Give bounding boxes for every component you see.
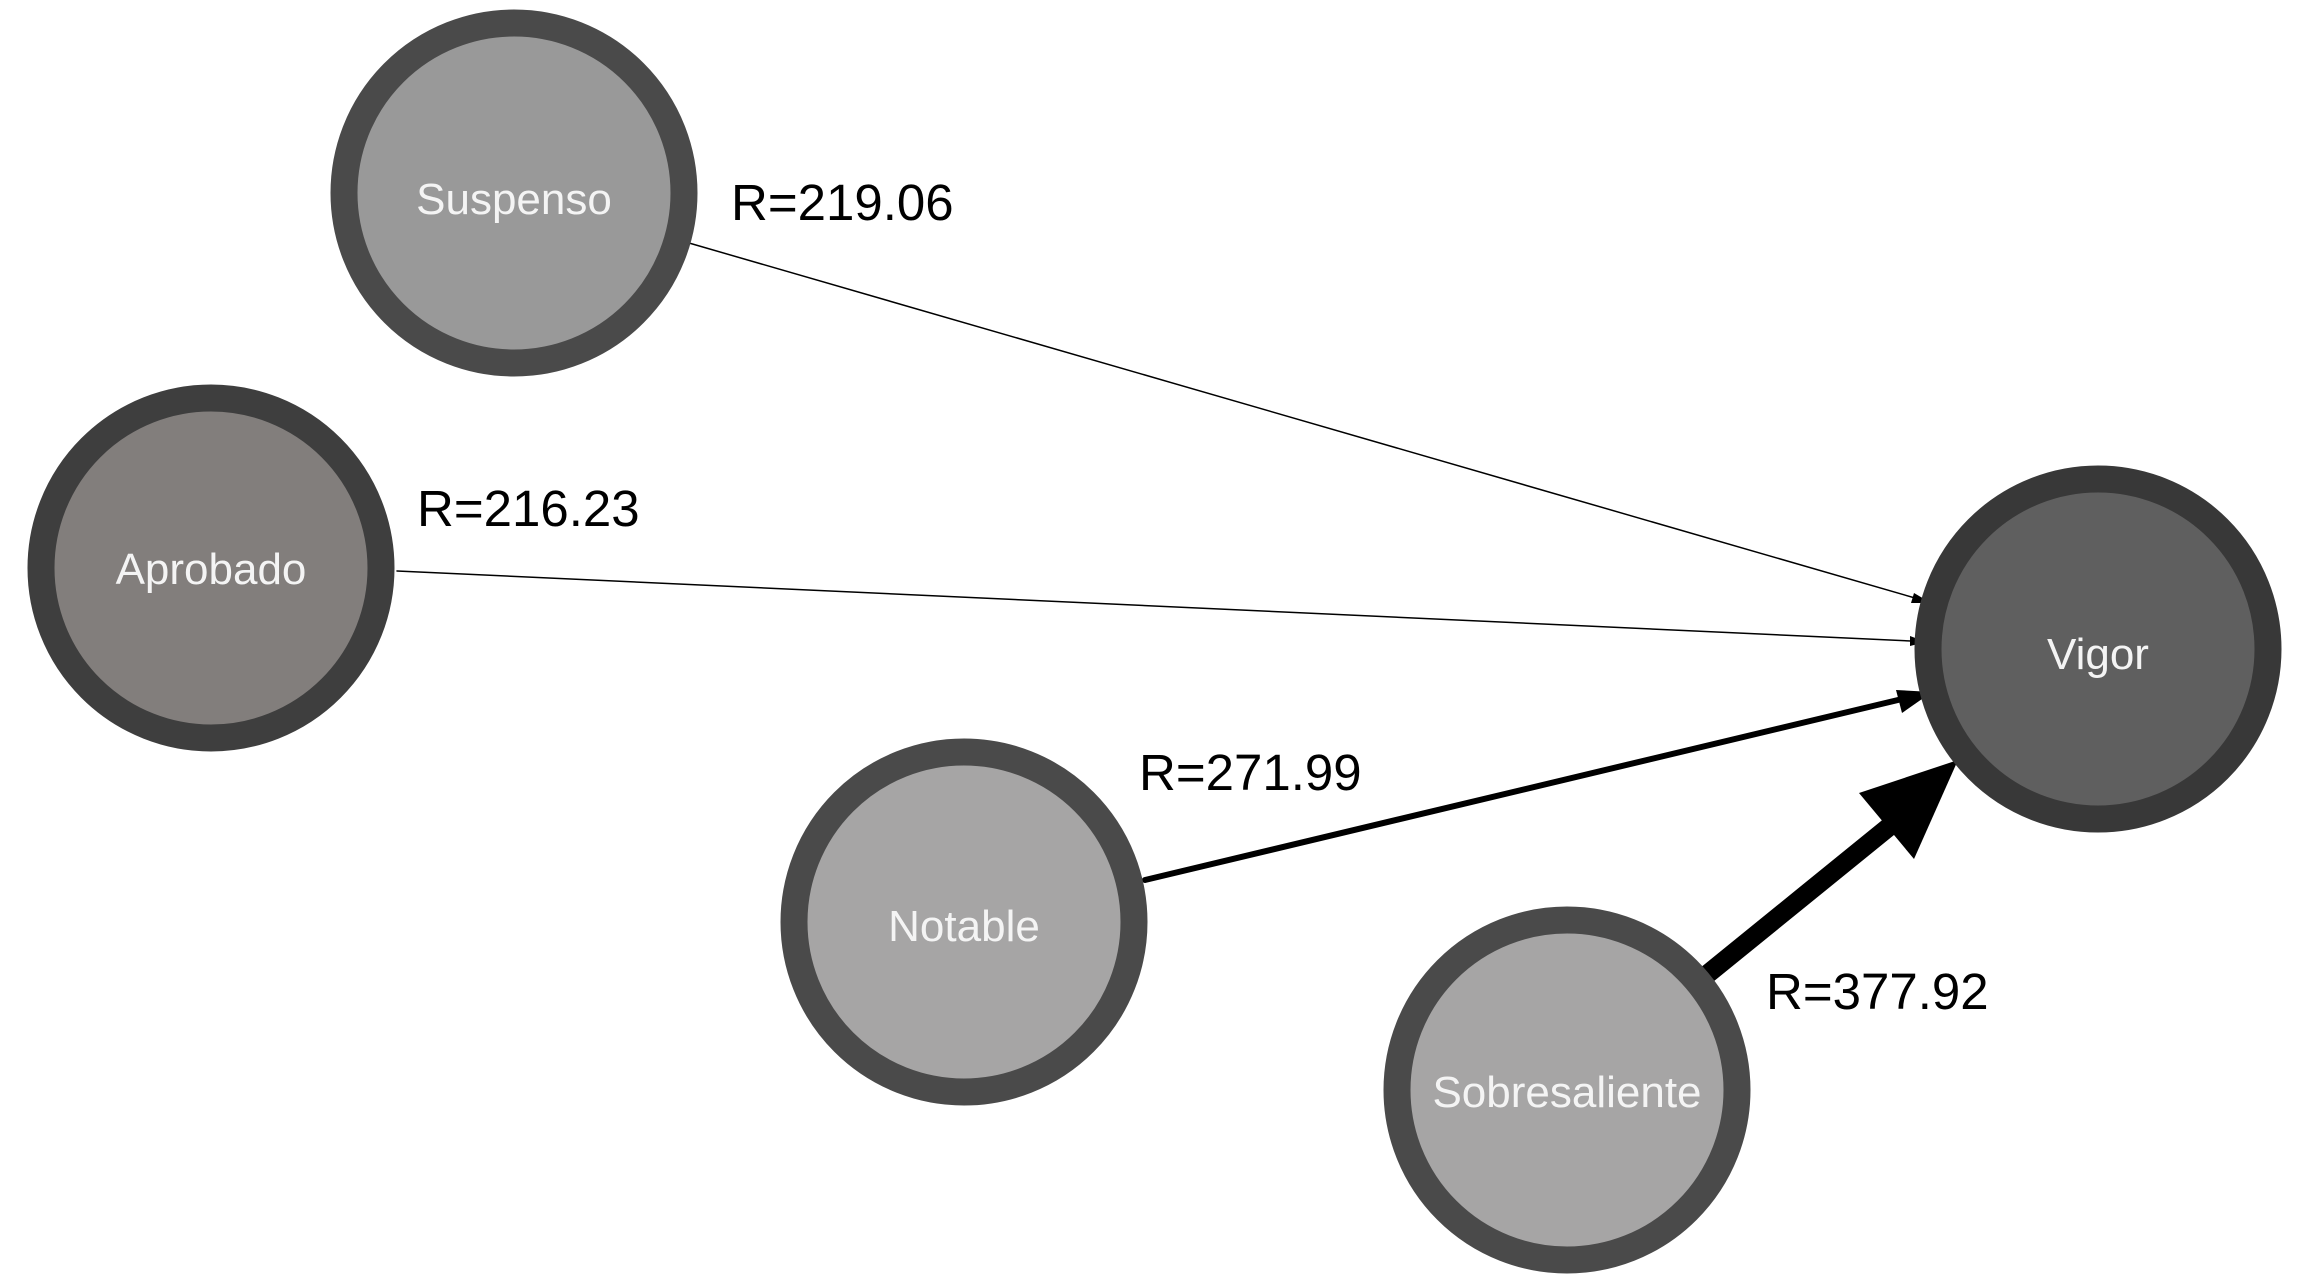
arrowhead-sobresaliente-vigor [1859,760,1958,859]
edge-sobresaliente-vigor [1694,816,1900,987]
node-sobresaliente: Sobresaliente [1383,906,1751,1274]
edge-notable-vigor [1142,697,1901,883]
node-sobresaliente-label: Sobresaliente [1432,1068,1701,1117]
edges [396,242,1958,987]
node-notable-circle [780,738,1148,1106]
node-aprobado-label: Aprobado [116,545,307,594]
node-notable-label: Notable [888,902,1040,951]
node-vigor-label: Vigor [2047,630,2149,679]
node-suspenso-circle [330,9,698,377]
edge-suspenso-vigor [688,242,1916,599]
node-sobresaliente-circle [1383,906,1751,1274]
node-vigor-circle [1914,465,2282,833]
node-aprobado-circle [27,384,395,752]
edge-label-sobresaliente-vigor: R=377.92 [1766,963,1989,1020]
node-vigor: Vigor [1914,465,2282,833]
node-suspenso: Suspenso [330,9,698,377]
edge-label-aprobado-vigor: R=216.23 [417,480,640,537]
node-suspenso-label: Suspenso [416,175,612,224]
node-aprobado: Aprobado [27,384,395,752]
edge-label-suspenso-vigor: R=219.06 [731,174,954,231]
node-notable: Notable [780,738,1148,1106]
edge-aprobado-vigor [396,570,1912,642]
edge-label-notable-vigor: R=271.99 [1139,744,1362,801]
